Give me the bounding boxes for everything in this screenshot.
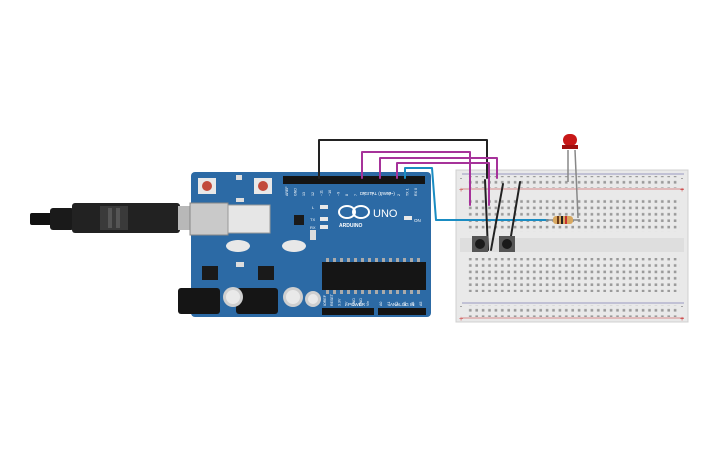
rail-plus-top-right: + xyxy=(680,187,684,194)
digital-pin-label-7: 8 xyxy=(345,194,349,196)
resistor[interactable] xyxy=(546,216,580,224)
power-pin-label-3: 5V xyxy=(345,301,349,306)
rail-plus-bottom-right: + xyxy=(680,316,684,323)
analog-pin-label-4: A4 xyxy=(411,302,415,306)
digital-header[interactable] xyxy=(283,176,425,184)
digital-pin-label-11: 4 xyxy=(380,194,384,196)
arduino-logo xyxy=(338,205,370,219)
rail-minus-top-right: - xyxy=(681,176,683,182)
led[interactable] xyxy=(562,134,579,219)
power-pin-label-5: GND xyxy=(359,298,363,306)
digital-pin-label-8: 7 xyxy=(354,194,358,196)
reset-button[interactable] xyxy=(198,178,216,194)
digital-pin-labels: AREF GND 13 12 ~11 ~10 ~9 8 7 ~6 ~5 4 ~3 2 TX 1 RX 0 xyxy=(285,186,418,196)
rail-minus-top: - xyxy=(460,176,462,182)
analog-pin-label-2: A2 xyxy=(395,302,399,306)
rail-plus-top: + xyxy=(459,187,463,194)
digital-pin-label-13: 2 xyxy=(397,194,401,196)
rail-minus-bottom: - xyxy=(460,304,462,310)
led-tx-label: TX xyxy=(310,217,315,222)
rail-plus-bottom: + xyxy=(459,316,463,323)
arduino-uno-board[interactable]: UNO ARDUINO DIGITAL (PWM~) POWER ANALOG … xyxy=(178,172,431,317)
pushbutton-1[interactable] xyxy=(472,236,488,252)
power-jack[interactable] xyxy=(178,288,278,314)
led-rx-label: RX xyxy=(310,225,316,230)
analog-label: ANALOG IN xyxy=(390,302,415,307)
wire-pin-purple-3[interactable] xyxy=(396,162,490,206)
analog-pin-label-3: A3 xyxy=(403,302,407,306)
board-model-label: UNO xyxy=(373,208,398,220)
digital-pin-label-14: TX 1 xyxy=(405,188,409,196)
wire-pin-teal[interactable] xyxy=(404,167,549,221)
usb-cable[interactable] xyxy=(30,203,194,233)
wire-black-2[interactable] xyxy=(490,183,504,251)
brand-label: ARDUINO xyxy=(339,223,362,229)
digital-pin-label-9: ~6 xyxy=(362,192,366,196)
digital-pin-label-4: ~11 xyxy=(319,190,323,196)
led-l-label: L xyxy=(312,205,315,210)
analog-pin-labels: A0 A1 A2 A3 A4 A5 xyxy=(379,302,423,306)
pushbutton-2[interactable] xyxy=(499,236,515,252)
power-pin-label-0: IOREF xyxy=(323,294,327,306)
digital-pin-label-15: RX 0 xyxy=(414,188,418,196)
digital-pin-label-12: ~3 xyxy=(388,192,392,196)
breadboard[interactable]: - + - + - + - + xyxy=(455,169,689,323)
digital-pin-label-6: ~9 xyxy=(337,192,341,196)
atmega-chip xyxy=(322,262,426,290)
digital-label: DIGITAL (PWM~) xyxy=(360,191,395,196)
power-pin-label-2: 3.3V xyxy=(337,298,341,306)
power-pin-label-1: RESET xyxy=(330,293,334,306)
digital-pin-label-3: 12 xyxy=(311,192,315,196)
analog-header[interactable] xyxy=(378,308,426,315)
digital-pin-label-1: GND xyxy=(294,188,298,196)
digital-pin-label-10: ~5 xyxy=(371,192,375,196)
digital-pin-label-0: AREF xyxy=(285,186,289,196)
analog-pin-label-0: A0 xyxy=(379,302,383,306)
power-label: POWER xyxy=(348,302,366,307)
wire-pin-purple-2[interactable] xyxy=(379,157,498,179)
power-header[interactable] xyxy=(322,308,374,315)
power-pin-label-6: Vin xyxy=(366,301,370,306)
wire-pin-purple-1[interactable] xyxy=(361,151,471,206)
on-label: ON xyxy=(414,218,421,223)
analog-pin-label-5: A5 xyxy=(419,302,423,306)
digital-pin-label-2: 13 xyxy=(302,192,306,196)
rail-minus-bottom-right: - xyxy=(681,304,683,310)
power-pin-label-4: GND xyxy=(352,298,356,306)
analog-pin-label-1: A1 xyxy=(387,302,391,306)
icsp-button-cap xyxy=(258,181,268,191)
digital-pin-label-5: ~10 xyxy=(328,190,332,196)
